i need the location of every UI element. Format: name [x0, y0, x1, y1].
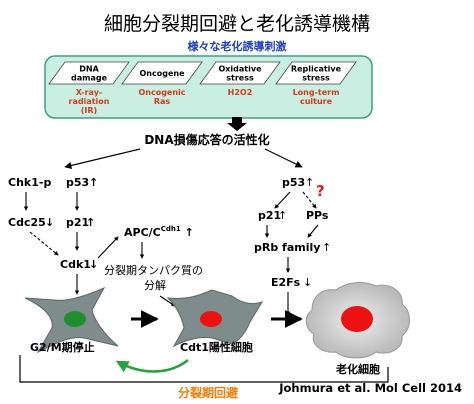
apc-block: APC/CCdh1 ↑ 分裂期タンパク質の 分解 [104, 225, 203, 307]
p53-to-p21-right-arrow [274, 191, 291, 209]
stimulus-example: culture [300, 97, 333, 106]
stimulus-box [275, 61, 357, 85]
up-arrow-glyph: ↑ [305, 176, 314, 189]
down-arrow-glyph: ↓ [45, 216, 54, 229]
down-block-arrow [227, 117, 247, 131]
cdc25-label: Cdc25 [8, 216, 46, 229]
green-nucleus [64, 311, 86, 327]
stimulus-example: X-ray- [76, 88, 102, 97]
stimulus-label: damage [71, 74, 108, 83]
stimulus-example: Long-term [293, 88, 340, 97]
red-nucleus [200, 311, 222, 327]
chk1-label: Chk1-p [8, 176, 51, 189]
senescent-nucleus [341, 306, 373, 332]
degradation-line1: 分裂期タンパク質の [104, 263, 203, 277]
down-arrow-glyph: ↓ [89, 258, 98, 271]
stimulus-example: Oncogenic [138, 88, 185, 97]
cdc25-to-cdk1-dashed-arrow [29, 231, 59, 256]
up-arrow-glyph: ↑ [89, 176, 98, 189]
stimulus-box [48, 61, 130, 85]
diagram-title: 細胞分裂期回避と老化誘導機構 [104, 13, 370, 35]
p53-left-label: p53 [66, 176, 89, 189]
stimulus-example: radiation [69, 97, 110, 106]
pps-to-rb-arrow [307, 224, 319, 238]
up-arrow-glyph: ↑ [278, 209, 287, 222]
cdt1-positive-cell [166, 289, 264, 348]
left-pathway: Chk1-p p53 ↑ Cdc25 ↓ p21 ↑ Cdk1 ↓ [8, 176, 119, 295]
p53-right-label: p53 [282, 176, 305, 189]
p21-left-label: p21 [66, 216, 89, 229]
stimulus-example: H2O2 [228, 88, 253, 97]
stimulus-box [121, 61, 203, 85]
stimulus-panel: 様々な老化誘導刺激 DNAdamageX-ray-radiation(IR)On… [44, 39, 373, 119]
stimulus-header: 様々な老化誘導刺激 [188, 39, 287, 53]
stimulus-box [199, 61, 281, 85]
rb-family-label: pRb family [254, 241, 320, 254]
stimulus-label: Oxidative [218, 65, 262, 74]
g2m-arrest-label: G2/M期停止 [30, 340, 95, 354]
p21-right-label: p21 [258, 209, 281, 222]
ddr-to-right-arrow [264, 148, 303, 168]
stimulus-example: Ras [154, 97, 171, 106]
mitosis-skip-label: 分裂期回避 [178, 385, 238, 400]
g2m-arrested-cell [24, 286, 119, 354]
cdt1-positive-label: Cdt1陽性細胞 [180, 340, 253, 354]
down-arrow-glyph: ↓ [303, 276, 312, 289]
cdk1-to-apc-arrow [97, 236, 119, 259]
question-mark: ? [316, 182, 325, 200]
green-return-arrow [115, 359, 189, 373]
up-arrow-glyph: ↑ [86, 216, 95, 229]
right-pathway: p53 ↑ ? p21 ↑ PPs pRb family ↑ E2Fs ↓ [254, 176, 331, 316]
stimulus-example: (IR) [81, 106, 97, 115]
stimulus-label: Replicative [291, 65, 342, 74]
apc-label: APC/CCdh1 ↑ [124, 225, 194, 239]
citation: Johmura et al. Mol Cell 2014 [278, 381, 462, 395]
senescent-cell [305, 282, 410, 359]
stimulus-label: stress [226, 74, 254, 83]
p53-to-pps-dashed-arrow [302, 191, 317, 209]
stimulus-label: Oncogene [139, 69, 185, 78]
degradation-line2: 分解 [144, 278, 166, 292]
cdk1-label: Cdk1 [60, 258, 91, 271]
bottom-bracket [19, 355, 389, 383]
pps-label: PPs [306, 209, 329, 222]
degradation-to-cdt1-arrow [159, 295, 176, 307]
up-arrow-glyph: ↑ [322, 241, 331, 254]
ddr-activation-label: DNA損傷応答の活性化 [144, 132, 269, 147]
senescent-label: 老化細胞 [335, 362, 380, 376]
e2fs-label: E2Fs [271, 276, 301, 289]
stimulus-label: stress [302, 74, 330, 83]
stimulus-label: DNA [79, 65, 99, 74]
ddr-to-left-arrow [64, 148, 141, 169]
